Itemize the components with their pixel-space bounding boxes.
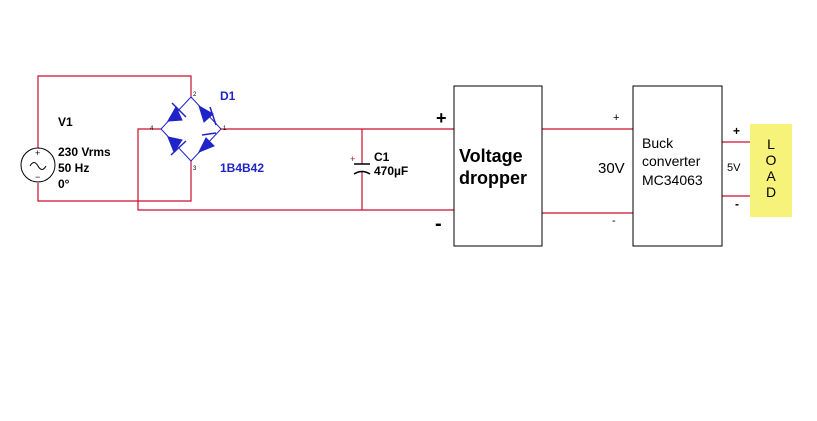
buck-converter-box	[632, 85, 723, 247]
source-phase: 0°	[58, 177, 70, 191]
ac-source: + − V1 230 Vrms 50 Hz 0°	[20, 115, 111, 191]
diode-top-right	[198, 104, 217, 126]
load-block: L O A D	[750, 124, 792, 217]
pin-label-right: 1	[223, 126, 227, 132]
capacitor-plate-bottom	[353, 170, 371, 175]
pin-label-bottom: 3	[193, 166, 197, 172]
bridge-part: 1B4B42	[220, 161, 264, 175]
wire-source-top	[37, 75, 192, 148]
load-letter: O	[766, 152, 777, 168]
wire-bridge-negative	[137, 128, 454, 211]
voltage-dropper-box	[453, 85, 543, 247]
dropper-input-plus: +	[436, 108, 447, 128]
dropper-label-line1: Voltage	[459, 146, 523, 166]
rail-voltage-label: 30V	[598, 160, 625, 177]
capacitor: + C1 470µF	[350, 150, 408, 178]
diode-bottom-left	[167, 136, 187, 156]
voltage-dropper-block: Voltage dropper + -	[435, 85, 543, 247]
buck-input-plus: +	[613, 112, 619, 124]
source-plus-sign: +	[35, 148, 40, 158]
bridge-rectifier: 2 4 1 3 D1 1B4B42	[150, 89, 264, 175]
load-letter: L	[767, 136, 775, 152]
sine-icon	[29, 162, 47, 170]
bridge-ref: D1	[220, 89, 236, 103]
capacitor-value: 470µF	[374, 164, 408, 178]
buck-label-line1: Buck	[642, 135, 674, 151]
dropper-input-minus: -	[435, 213, 442, 235]
pin-label-left: 4	[150, 126, 154, 132]
capacitor-ref: C1	[374, 150, 390, 164]
load-letter: A	[766, 168, 776, 184]
buck-label-line3: MC34063	[642, 172, 703, 188]
ac-source-symbol	[20, 147, 56, 183]
source-voltage: 230 Vrms	[58, 145, 111, 159]
wires	[37, 75, 750, 214]
output-voltage-label: 5V	[727, 162, 741, 174]
buck-input-minus: -	[612, 215, 616, 227]
source-ref: V1	[58, 115, 73, 129]
diode-bottom-right	[197, 132, 217, 153]
pin-label-top: 2	[193, 92, 197, 98]
diode-top-left	[167, 102, 187, 122]
capacitor-polarity: +	[350, 154, 355, 164]
load-minus-sign: -	[735, 197, 739, 211]
wire-source-bottom	[37, 161, 192, 202]
dropper-label-line2: dropper	[459, 168, 527, 188]
source-minus-sign: −	[35, 172, 40, 182]
load-plus-sign: +	[733, 124, 740, 138]
buck-label-line2: converter	[642, 153, 701, 169]
load-box	[750, 124, 792, 217]
buck-converter-block: Buck converter MC34063	[632, 85, 723, 247]
bridge-outline	[160, 96, 222, 162]
load-letter: D	[766, 184, 776, 200]
source-frequency: 50 Hz	[58, 161, 89, 175]
